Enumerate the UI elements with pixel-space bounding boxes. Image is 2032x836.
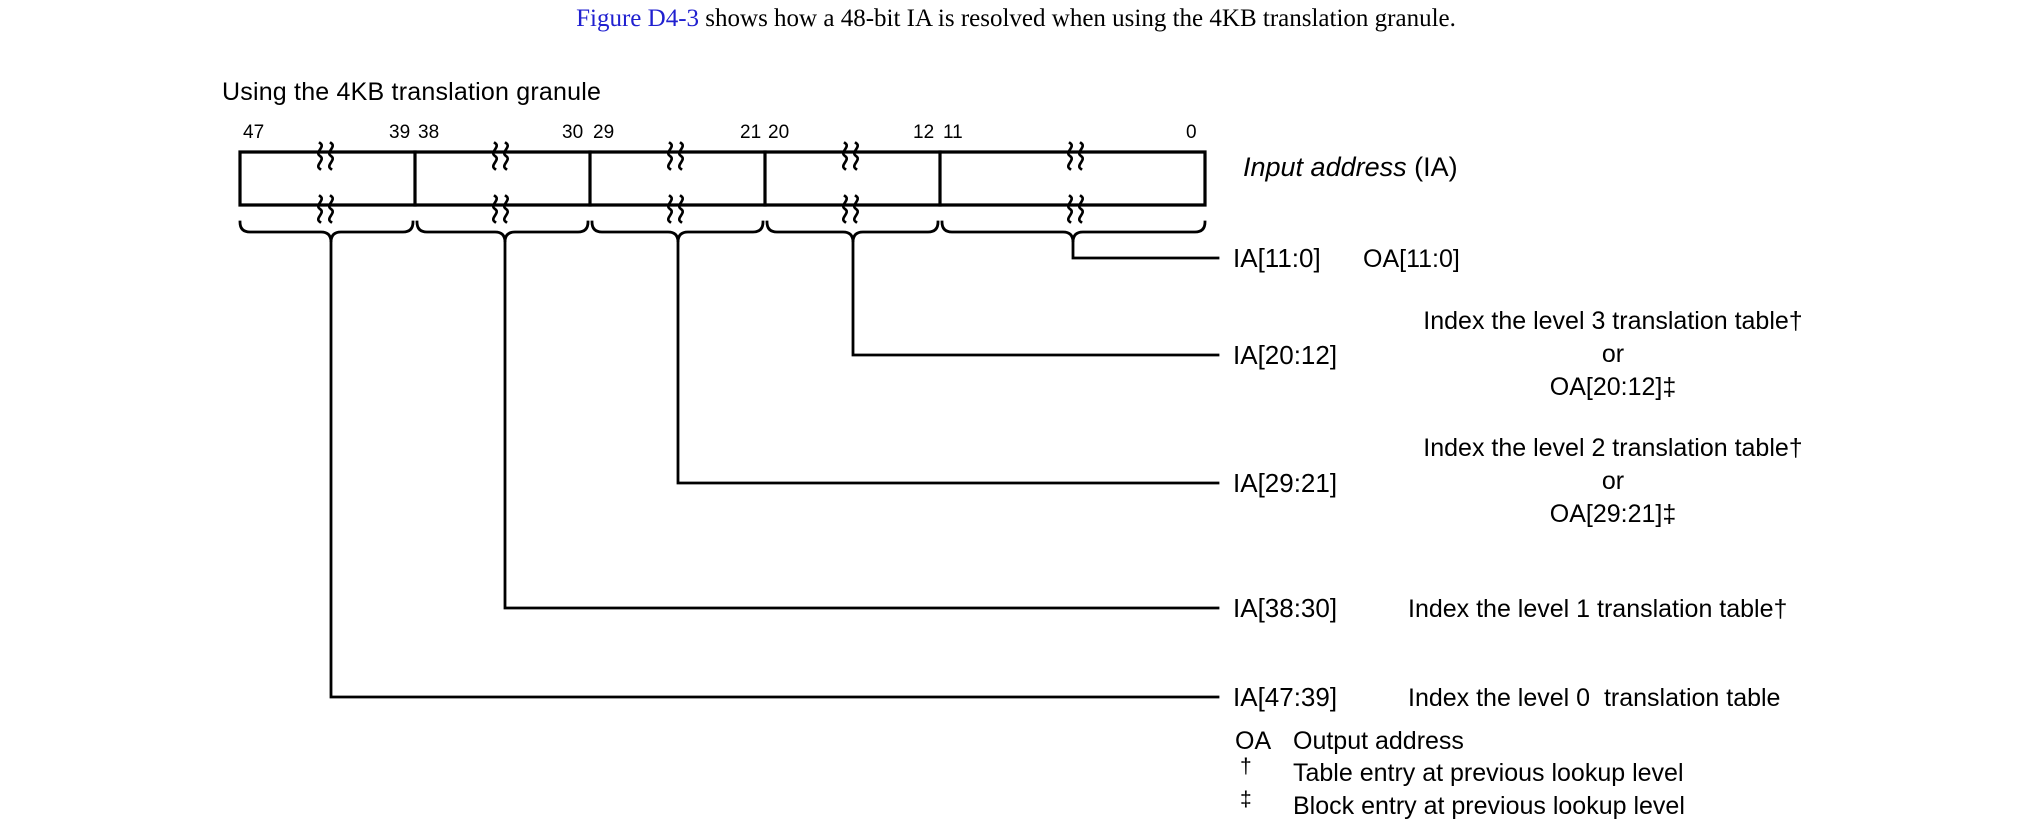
callout-desc-ia-47-39: Index the level 0 translation table [1408,684,1781,712]
leader-ia-20-12 [851,240,1220,357]
field-braces [238,220,1207,243]
callout-desc-ia-29-21-line1: Index the level 2 translation table† [1423,434,1803,462]
bitfield-break-marks [317,141,1084,224]
bit-number-12: 12 [913,122,935,143]
bit-number-38: 38 [418,122,440,143]
callout-desc-ia-38-30: Index the level 1 translation table† [1408,595,1788,623]
figure-intro-text: shows how a 48-bit IA is resolved when u… [699,5,1456,32]
callout-desc-ia-29-21-line2: or [1601,467,1625,495]
callout-range-ia-47-39: IA[47:39] [1233,682,1338,712]
legend-text-oa: Output address [1293,727,1464,755]
legend-text-doubledagger: Block entry at previous lookup level [1293,792,1685,820]
leader-ia-47-39 [329,240,1220,699]
input-address-abbrev: (IA) [1406,152,1458,182]
bit-number-30: 30 [562,122,584,143]
figure-intro-sentence: Figure D4-3 shows how a 48-bit IA is res… [0,2,2032,36]
bit-number-20: 20 [768,122,790,143]
input-address-italic: Input address [1243,152,1407,182]
legend-key-dagger: † [1240,755,1252,778]
bit-number-29: 29 [593,122,615,143]
input-address-label: Input address (IA) [1243,152,1458,183]
callout-desc-ia-11-0: OA[11:0] [1363,245,1460,273]
leader-ia-11-0 [1071,240,1220,260]
bit-number-21: 21 [740,122,762,143]
leader-ia-38-30 [503,240,1220,610]
callout-range-ia-11-0: IA[11:0] [1233,243,1321,273]
callout-desc-ia-29-21-line3: OA[29:21]‡ [1549,500,1677,528]
bit-number-47: 47 [243,122,265,143]
leader-lines [329,240,1220,699]
leader-ia-29-21 [676,240,1220,485]
bitfield-box [238,150,1207,207]
callout-desc-ia-20-12-line2: or [1601,340,1625,368]
bit-number-11: 11 [943,122,963,143]
callout-range-ia-20-12: IA[20:12] [1233,340,1338,370]
callout-desc-ia-20-12-line3: OA[20:12]‡ [1549,373,1677,401]
bit-number-39: 39 [389,122,411,143]
callout-range-ia-38-30: IA[38:30] [1233,593,1338,623]
diagram-title: Using the 4KB translation granule [222,78,602,106]
callout-desc-ia-20-12-line1: Index the level 3 translation table† [1423,307,1803,335]
figure-cross-reference-link[interactable]: Figure D4-3 [576,5,700,32]
legend-key-oa: OA [1235,727,1272,755]
bitfield-dividers [413,150,942,207]
legend-text-dagger: Table entry at previous lookup level [1293,759,1684,787]
callout-range-ia-29-21: IA[29:21] [1233,468,1338,498]
bit-number-0: 0 [1186,122,1197,143]
legend-key-doubledagger: ‡ [1240,788,1252,811]
